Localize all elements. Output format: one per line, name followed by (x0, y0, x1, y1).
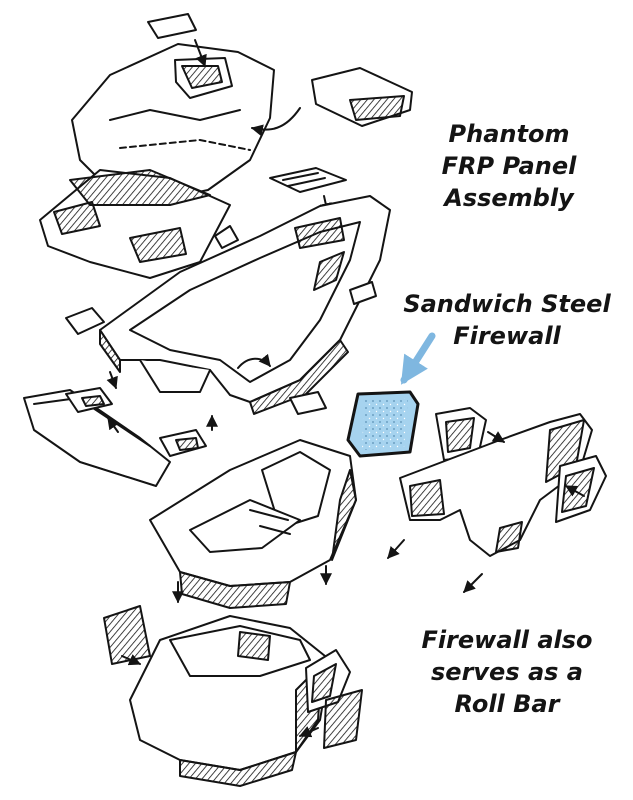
side-scoop (250, 67, 413, 137)
rollbar-caption: Firewall also serves as a Roll Bar (392, 624, 622, 720)
assembly-caption-line: Phantom (448, 120, 570, 148)
firewall-panel (346, 390, 420, 458)
assembly-caption-line: Assembly (444, 184, 574, 212)
firewall-caption: Sandwich Steel Firewall (396, 288, 618, 352)
rollbar-caption-line: Firewall also (421, 626, 593, 654)
vent-panel (269, 167, 347, 216)
assembly-caption-line: FRP Panel (441, 152, 577, 180)
hood-panel (39, 13, 275, 279)
firewall-caption-line: Firewall (453, 322, 561, 350)
main-frame (65, 195, 391, 415)
rollbar-caption-line: serves as a (431, 658, 583, 686)
assembly-caption: Phantom FRP Panel Assembly (404, 118, 614, 214)
arrow-icon (400, 332, 436, 385)
bottom-pan (103, 605, 363, 787)
seat-tub (149, 439, 357, 609)
rollbar-caption-line: Roll Bar (454, 690, 560, 718)
rear-frame (387, 407, 607, 593)
front-bumper (23, 387, 327, 487)
firewall-caption-line: Sandwich Steel (403, 290, 611, 318)
